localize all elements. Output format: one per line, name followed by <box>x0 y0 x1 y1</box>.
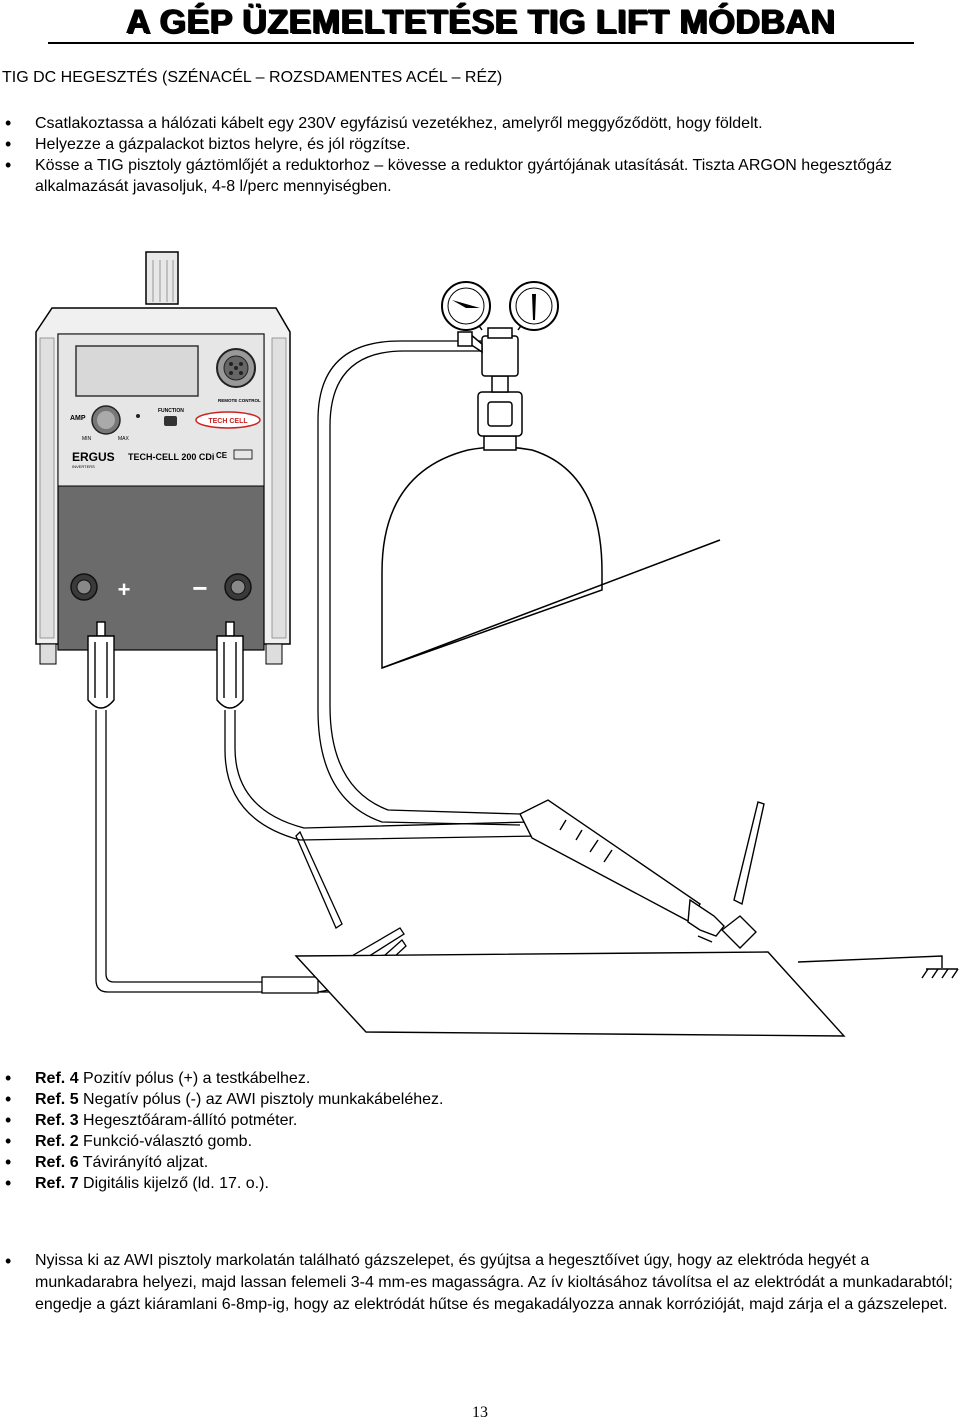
min-label: MIN <box>82 436 92 442</box>
amp-label: AMP <box>70 415 86 422</box>
safety-mark <box>233 449 253 460</box>
reference-item: Ref. 6 Távirányító aljzat. <box>0 1152 444 1173</box>
minus-sign: − <box>192 573 207 603</box>
pressure-gauge-left <box>441 281 491 331</box>
reference-list: Ref. 4 Pozitív pólus (+) a testkábelhez.… <box>0 1068 444 1194</box>
max-label: MAX <box>118 436 130 442</box>
page-number: 13 <box>472 1404 488 1421</box>
tig-torch <box>519 799 765 949</box>
torch-cable-plug <box>216 621 244 709</box>
reference-item: Ref. 7 Digitális kijelző (ld. 17. o.). <box>0 1173 444 1194</box>
workpiece <box>294 951 846 1037</box>
pressure-gauge-right <box>509 281 559 331</box>
instruction-item: Csatlakoztassa a hálózati kábelt egy 230… <box>0 113 958 134</box>
remote-label: REMOTE CONTROL <box>218 398 261 403</box>
gas-regulator <box>457 309 533 393</box>
page-title: A GÉP ÜZEMELTETÉSE TIG LIFT MÓDBAN <box>126 3 836 41</box>
instruction-item: Kösse a TIG pisztoly gáztömlőjét a reduk… <box>0 155 958 197</box>
final-instruction: Nyissa ki az AWI pisztoly markolatán tal… <box>0 1250 960 1316</box>
instruction-list: Csatlakoztassa a hálózati kábelt egy 230… <box>0 113 958 197</box>
cylinder-valve <box>477 391 523 451</box>
positive-terminal <box>70 573 98 601</box>
final-instruction-list: Nyissa ki az AWI pisztoly markolatán tal… <box>0 1250 960 1316</box>
digital-display <box>75 345 199 397</box>
reference-item: Ref. 4 Pozitív pólus (+) a testkábelhez. <box>0 1068 444 1089</box>
brand-subtitle: INVERTERS <box>72 464 95 469</box>
torch-cable <box>224 710 541 841</box>
tech-cell-logo: TECH CELL <box>195 411 261 429</box>
function-button <box>164 416 177 426</box>
current-knob <box>91 405 121 435</box>
svg-text:TECH CELL: TECH CELL <box>208 418 248 425</box>
remote-control-socket <box>216 348 256 388</box>
machine-handle <box>145 251 179 305</box>
section-subtitle: TIG DC HEGESZTÉS (SZÉNACÉL – ROZSDAMENTE… <box>2 69 503 86</box>
ground-cable <box>95 710 262 993</box>
ce-mark: CE <box>216 451 228 460</box>
gas-cylinder <box>381 446 603 670</box>
instruction-item: Helyezze a gázpalackot biztos helyre, és… <box>0 134 958 155</box>
ground-symbol <box>797 955 959 979</box>
indicator-led <box>136 414 140 418</box>
brand-ergus: ERGUS <box>72 450 115 464</box>
reference-item: Ref. 2 Funkció-választó gomb. <box>0 1131 444 1152</box>
model-label: TECH-CELL 200 CDi <box>128 452 214 462</box>
gas-hose <box>317 340 521 826</box>
plus-sign: + <box>118 577 131 602</box>
function-label: FUNCTION <box>158 408 184 414</box>
title-underline <box>48 42 914 44</box>
ground-cable-plug <box>87 621 115 709</box>
welding-setup-diagram: AMP MIN MAX FUNCTION REMOTE CONTROL TECH… <box>35 251 959 1037</box>
negative-terminal <box>224 573 252 601</box>
reference-item: Ref. 5 Negatív pólus (-) az AWI pisztoly… <box>0 1089 444 1110</box>
reference-item: Ref. 3 Hegesztőáram-állító potméter. <box>0 1110 444 1131</box>
